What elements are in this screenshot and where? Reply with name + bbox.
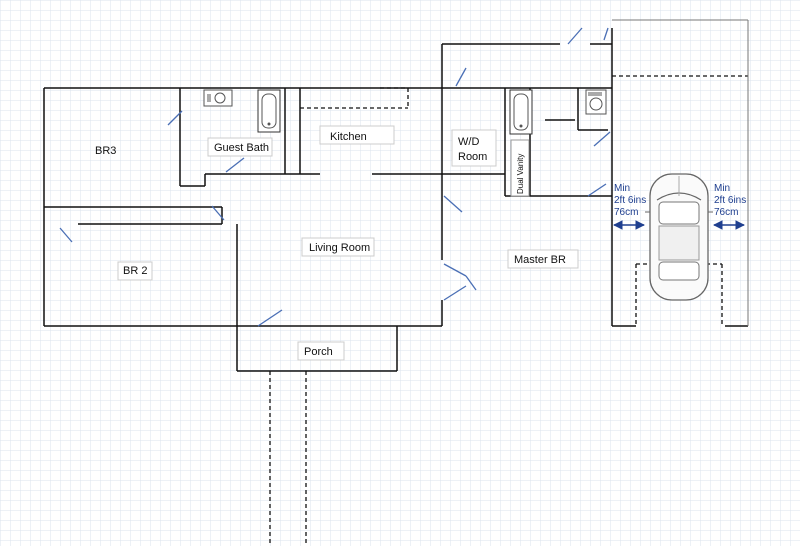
clearance-left-line3: 76cm xyxy=(614,207,638,218)
clearance-right-line3: 76cm xyxy=(714,207,738,218)
room-label-master-br: Master BR xyxy=(514,254,566,266)
room-label-living-room: Living Room xyxy=(309,242,370,254)
room-label-wd-line2: Room xyxy=(458,151,487,163)
room-label-porch: Porch xyxy=(304,346,333,358)
room-label-wd-line1: W/D xyxy=(458,136,479,148)
label-box xyxy=(297,341,345,361)
garage-outline xyxy=(612,19,749,326)
bathtub-icon xyxy=(257,89,281,133)
bathtub-icon xyxy=(509,89,533,135)
clearance-left-line2: 2ft 6ins xyxy=(614,195,646,206)
walls xyxy=(43,28,748,372)
room-label-guest-bath: Guest Bath xyxy=(214,142,269,154)
label-box xyxy=(117,261,153,281)
room-label-br3: BR3 xyxy=(95,145,116,157)
room-label-br2: BR 2 xyxy=(123,265,147,277)
clearance-right-line2: 2ft 6ins xyxy=(714,195,746,206)
room-label-dual-vanity: Dual Vanity xyxy=(516,154,525,194)
clearance-right-line1: Min xyxy=(714,183,730,194)
label-box xyxy=(319,125,395,145)
label-box xyxy=(451,129,497,167)
clearance-left-line1: Min xyxy=(614,183,630,194)
car-icon xyxy=(645,173,713,301)
sink-icon xyxy=(585,89,607,115)
room-label-kitchen: Kitchen xyxy=(330,131,367,143)
door-swings xyxy=(59,27,611,327)
label-box xyxy=(507,249,579,269)
label-box xyxy=(510,139,530,197)
label-box xyxy=(207,137,273,157)
sink-icon xyxy=(203,89,233,107)
label-box xyxy=(301,237,375,257)
